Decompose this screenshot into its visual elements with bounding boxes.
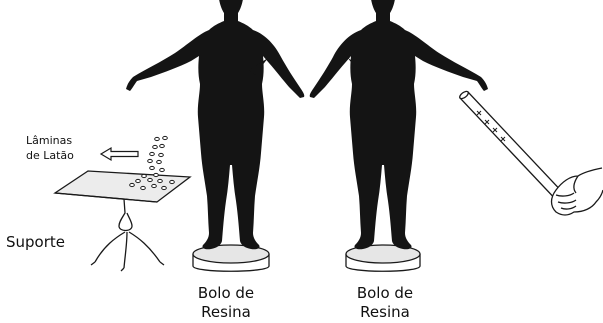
charged-rod [459,90,569,205]
resin-cake-1 [192,244,270,272]
label-bolo-1-line1: Bolo de [197,284,255,302]
label-laminas-de-latao: Lâminas de Latão [26,133,74,163]
person-left [125,0,305,250]
label-bolo-2-line1: Bolo de [356,284,414,302]
arrow-left-icon [99,146,139,162]
rod-charge-marks [476,110,506,142]
label-bolo-de-resina-2: Bolo de Resina [340,284,430,322]
label-bolo-de-resina-1: Bolo de Resina [181,284,271,322]
resin-cake-2 [345,244,421,272]
label-laminas-line1: Lâminas [26,134,73,147]
person-right [309,0,489,250]
hand-icon [550,167,603,216]
label-laminas-line2: de Latão [26,149,74,162]
label-suporte: Suporte [6,233,66,251]
brass-leaves [129,135,175,191]
label-bolo-1-line2: Resina [201,303,251,321]
support-stand [53,170,192,272]
label-bolo-2-line2: Resina [360,303,410,321]
